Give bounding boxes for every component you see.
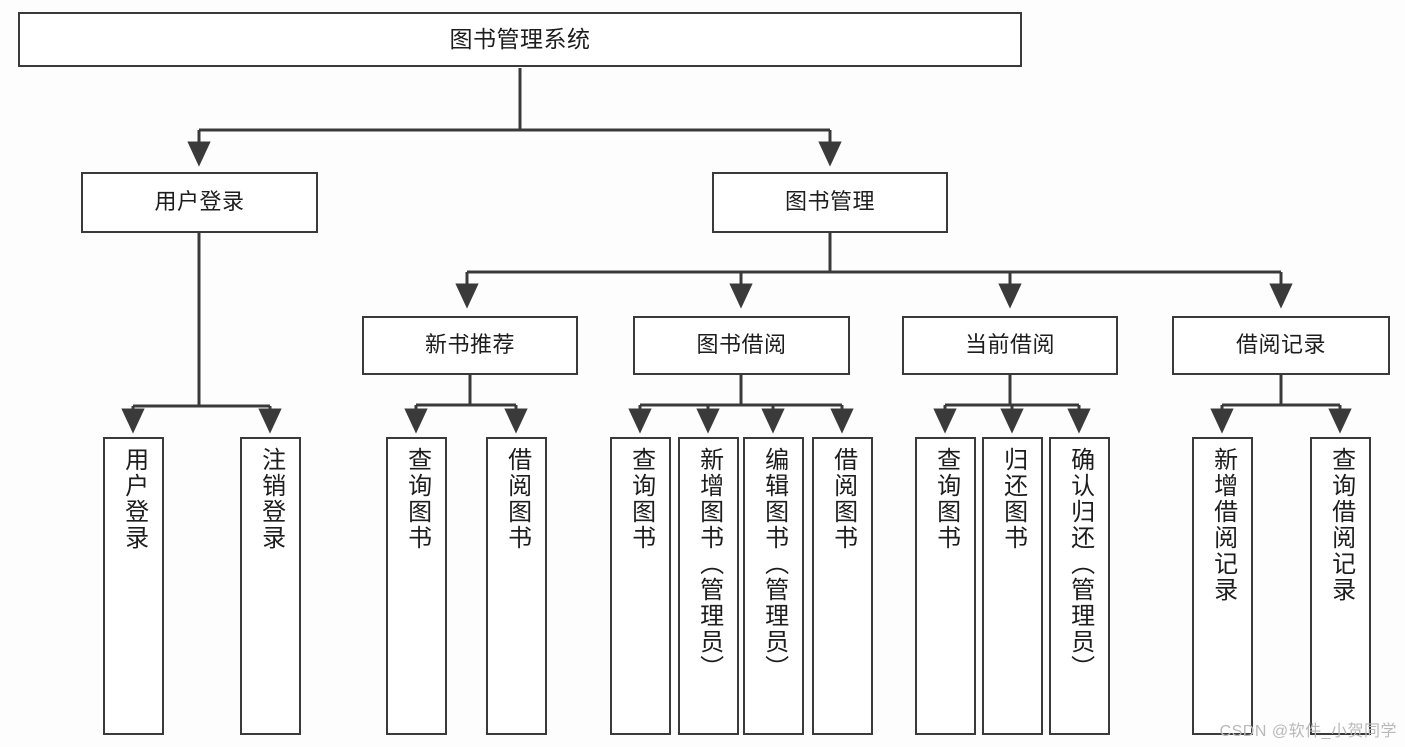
- node-label: 归还图书: [999, 447, 1027, 551]
- node-new-book-recommend[interactable]: 新书推荐: [362, 316, 578, 375]
- node-root-library-system[interactable]: 图书管理系统: [18, 12, 1022, 67]
- leaf-current-return-book[interactable]: 归还图书: [982, 437, 1043, 735]
- leaf-borrow-add-book-admin[interactable]: 新增图书（管理员）: [678, 437, 739, 735]
- node-user-login[interactable]: 用户登录: [81, 172, 318, 233]
- leaf-user-login-logout[interactable]: 注销登录: [240, 437, 301, 735]
- node-label: 借阅记录: [1235, 332, 1326, 358]
- leaf-user-login-login[interactable]: 用户登录: [103, 437, 164, 735]
- node-label: 查询借阅记录: [1327, 447, 1355, 603]
- node-label: 图书借阅: [696, 332, 787, 358]
- node-label: 借阅图书: [829, 447, 857, 551]
- node-label: 当前借阅: [964, 332, 1055, 358]
- node-label: 图书管理: [784, 189, 875, 215]
- leaf-borrow-borrow-book[interactable]: 借阅图书: [812, 437, 873, 735]
- leaf-record-add-borrow-record[interactable]: 新增借阅记录: [1192, 437, 1253, 735]
- leaf-recommend-query-book[interactable]: 查询图书: [386, 437, 447, 735]
- watermark-text: CSDN @软件_小贺同学: [1219, 723, 1397, 740]
- node-label: 编辑图书（管理员）: [760, 447, 788, 681]
- node-label: 注销登录: [257, 447, 285, 551]
- node-label: 新书推荐: [424, 332, 515, 358]
- node-label: 用户登录: [154, 189, 245, 215]
- node-book-borrow[interactable]: 图书借阅: [633, 316, 850, 375]
- node-label: 用户登录: [120, 447, 148, 551]
- leaf-recommend-borrow-book[interactable]: 借阅图书: [486, 437, 547, 735]
- node-borrow-record[interactable]: 借阅记录: [1172, 316, 1390, 375]
- node-book-management[interactable]: 图书管理: [712, 172, 948, 233]
- leaf-borrow-edit-book-admin[interactable]: 编辑图书（管理员）: [743, 437, 804, 735]
- leaf-borrow-query-book[interactable]: 查询图书: [610, 437, 671, 735]
- node-label: 借阅图书: [503, 447, 531, 551]
- leaf-current-confirm-return-admin[interactable]: 确认归还（管理员）: [1049, 437, 1110, 735]
- node-label: 查询图书: [627, 447, 655, 551]
- node-label: 查询图书: [932, 447, 960, 551]
- node-current-borrow[interactable]: 当前借阅: [902, 316, 1118, 375]
- node-label: 新增图书（管理员）: [695, 447, 723, 681]
- node-label: 图书管理系统: [449, 25, 591, 52]
- leaf-record-query-borrow-record[interactable]: 查询借阅记录: [1310, 437, 1371, 735]
- node-label: 新增借阅记录: [1209, 447, 1237, 603]
- node-label: 查询图书: [403, 447, 431, 551]
- node-label: 确认归还（管理员）: [1066, 447, 1094, 681]
- leaf-current-query-book[interactable]: 查询图书: [915, 437, 976, 735]
